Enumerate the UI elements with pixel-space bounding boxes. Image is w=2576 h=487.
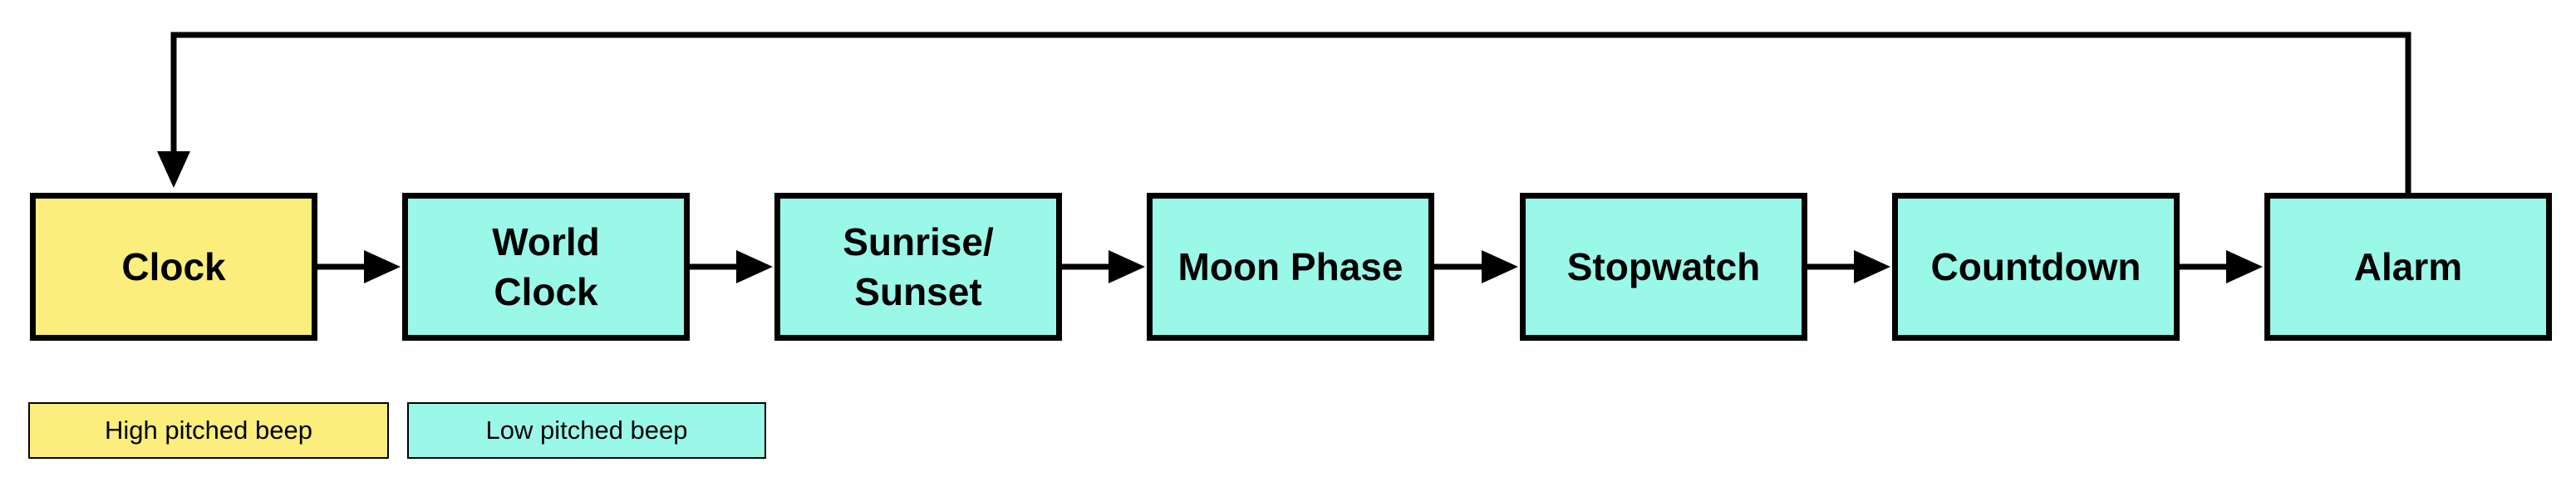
node-sunrise-sunset: Sunrise/ Sunset	[774, 193, 1062, 341]
arrow-head-2	[1109, 250, 1145, 283]
node-stopwatch: Stopwatch	[1520, 193, 1807, 341]
node-countdown: Countdown	[1892, 193, 2180, 341]
arrow-head-4	[1854, 250, 1890, 283]
node-clock: Clock	[30, 193, 317, 341]
arrow-head-5	[2226, 250, 2263, 283]
connector-layer	[157, 32, 2411, 283]
legend-low-pitched: Low pitched beep	[407, 402, 766, 459]
loop-back-arrow-head	[157, 151, 190, 188]
node-world-clock: World Clock	[402, 193, 690, 341]
loop-back-line	[170, 32, 2411, 193]
arrow-head-1	[736, 250, 773, 283]
arrow-head-3	[1482, 250, 1518, 283]
node-moon-phase: Moon Phase	[1147, 193, 1434, 341]
legend-high-pitched: High pitched beep	[28, 402, 389, 459]
arrow-head-0	[364, 250, 401, 283]
node-alarm: Alarm	[2264, 193, 2552, 341]
